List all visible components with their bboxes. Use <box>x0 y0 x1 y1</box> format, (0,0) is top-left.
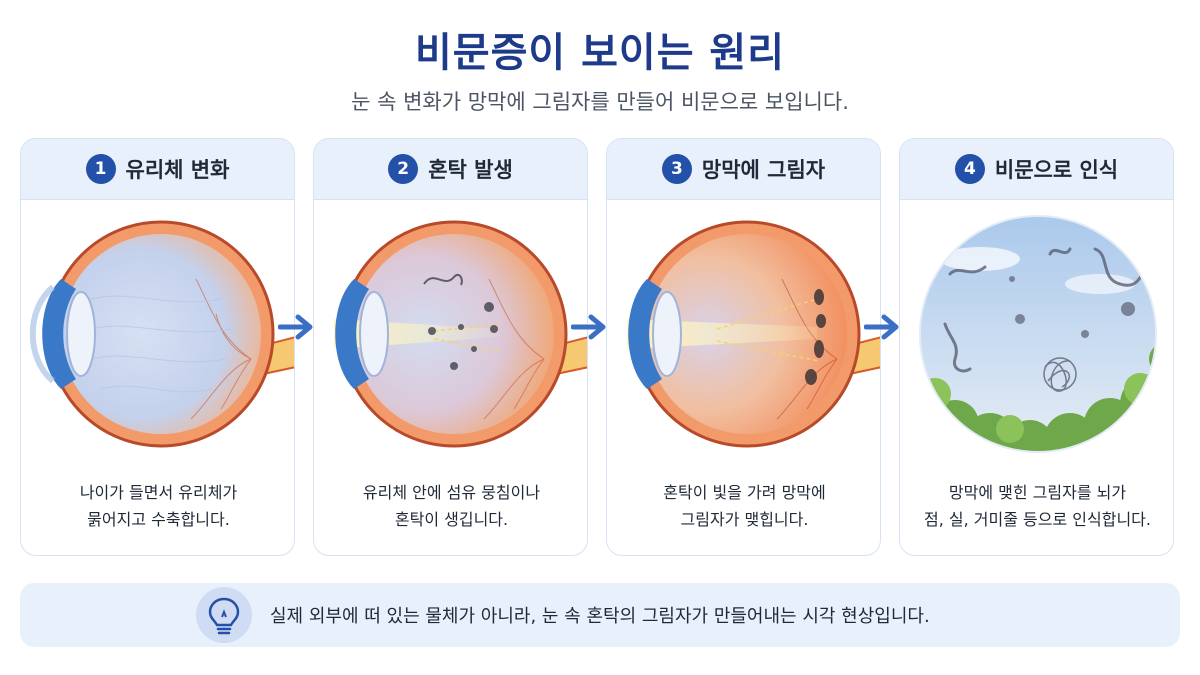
step-title-4: 비문으로 인식 <box>994 158 1119 182</box>
step-header-4: 4 비문으로 인식 <box>900 139 1173 200</box>
step-description-4-line-2: 점, 실, 거미줄 등으로 인식합니다. <box>924 510 1151 529</box>
step-title-1: 유리체 변화 <box>125 158 230 182</box>
info-note: 실제 외부에 떠 있는 물체가 아니라, 눈 속 혼탁의 그림자가 만들어내는 … <box>20 583 1180 647</box>
step-header-1: 1 유리체 변화 <box>21 139 294 200</box>
step-description-1: 나이가 들면서 유리체가 묽어지고 수축합니다. <box>31 479 286 533</box>
step-description-3: 혼탁이 빛을 가려 망막에 그림자가 맺힙니다. <box>617 479 872 533</box>
step-number-1: 1 <box>85 154 116 184</box>
floaters-view-icon <box>919 215 1157 453</box>
step-title-2: 혼탁 발생 <box>428 158 513 182</box>
step-card-1: 1 유리체 변화 나이가 들면서 유리체가 묽어지고 수축합니다. <box>20 138 295 556</box>
step-description-4: 망막에 맺힌 그림자를 뇌가 점, 실, 거미줄 등으로 인식합니다. <box>910 479 1165 533</box>
step-description-4-line-1: 망막에 맺힌 그림자를 뇌가 <box>948 483 1127 502</box>
arrow-right-icon <box>278 314 313 340</box>
step-description-1-line-2: 묽어지고 수축합니다. <box>87 510 230 529</box>
arrow-right-icon <box>571 314 606 340</box>
step-description-2-line-2: 혼탁이 생깁니다. <box>394 510 509 529</box>
step-card-3: 3 망막에 그림자 혼탁이 빛을 가려 <box>606 138 881 556</box>
page-title: 비문증이 보이는 원리 <box>414 30 786 76</box>
step-description-2-line-1: 유리체 안에 섬유 뭉침이나 <box>362 483 541 502</box>
step-header-3: 3 망막에 그림자 <box>607 139 880 200</box>
page-subtitle: 눈 속 변화가 망막에 그림자를 만들어 비문으로 보입니다. <box>351 90 849 114</box>
step-description-3-line-2: 그림자가 맺힙니다. <box>680 510 809 529</box>
step-card-4: 4 비문으로 인식 <box>899 138 1174 556</box>
step-number-3: 3 <box>661 154 692 184</box>
eye-retina-shadow-icon <box>627 220 880 448</box>
step-header-2: 2 혼탁 발생 <box>314 139 587 200</box>
step-card-2: 2 혼탁 발생 <box>313 138 588 556</box>
step-number-2: 2 <box>388 154 419 184</box>
arrow-right-icon <box>864 314 899 340</box>
step-description-2: 유리체 안에 섬유 뭉침이나 혼탁이 생깁니다. <box>324 479 579 533</box>
step-title-3: 망막에 그림자 <box>701 158 826 182</box>
note-text: 실제 외부에 떠 있는 물체가 아니라, 눈 속 혼탁의 그림자가 만들어내는 … <box>270 606 930 627</box>
step-number-4: 4 <box>954 154 985 184</box>
eye-cross-section-icon <box>29 220 294 448</box>
step-description-3-line-1: 혼탁이 빛을 가려 망막에 <box>663 483 826 502</box>
step-description-1-line-1: 나이가 들면서 유리체가 <box>79 483 238 502</box>
eye-with-opacities-icon <box>334 220 587 448</box>
lightbulb-icon <box>196 587 252 643</box>
